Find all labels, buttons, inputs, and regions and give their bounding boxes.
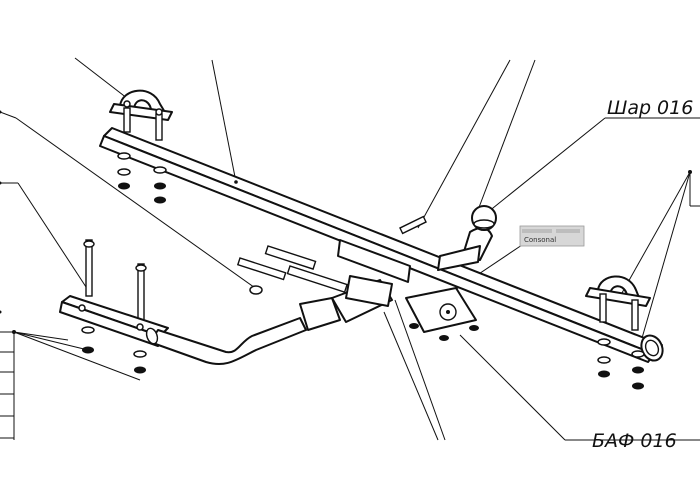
leader-bolt-left-2 <box>17 182 89 291</box>
ball-part-label: Шар 016 <box>607 97 693 119</box>
stamp-text: Consonal <box>524 236 556 244</box>
callouts: Шар 016 БАФ 016 <box>565 97 700 452</box>
leader-lines <box>0 57 700 441</box>
tow-ball <box>437 205 497 271</box>
leader-bottom-1 <box>383 311 439 441</box>
u-bolt-right <box>585 275 651 331</box>
leader-ball-mount-2 <box>477 59 536 211</box>
left-mount-plate <box>59 239 169 347</box>
leader-u-bolt-left <box>74 57 133 103</box>
left-edge-table <box>0 110 692 440</box>
leader-bottom-2 <box>394 299 446 441</box>
bracket-part-label: БАФ 016 <box>592 430 677 452</box>
leader-crossbar <box>211 59 237 183</box>
leader-washers-left-1 <box>13 331 89 351</box>
leader-bottom-right <box>459 334 566 441</box>
right-bracket-plate <box>399 215 477 333</box>
leader-ball-label-2 <box>487 117 606 213</box>
washer-stacks <box>81 152 645 390</box>
leader-side-arm <box>0 111 17 119</box>
central-bracket <box>236 239 411 307</box>
stamp: Consonal <box>519 225 585 247</box>
leader-side-arm-2 <box>15 117 259 291</box>
leader-washers-left-2 <box>13 331 141 381</box>
u-bolt-left <box>109 89 173 141</box>
leader-washers-left-3 <box>13 331 69 341</box>
leader-right-2 <box>639 171 691 346</box>
leader-ball-mount <box>417 59 511 229</box>
crossbar-tube <box>99 127 664 363</box>
leader-right-1 <box>617 171 691 301</box>
